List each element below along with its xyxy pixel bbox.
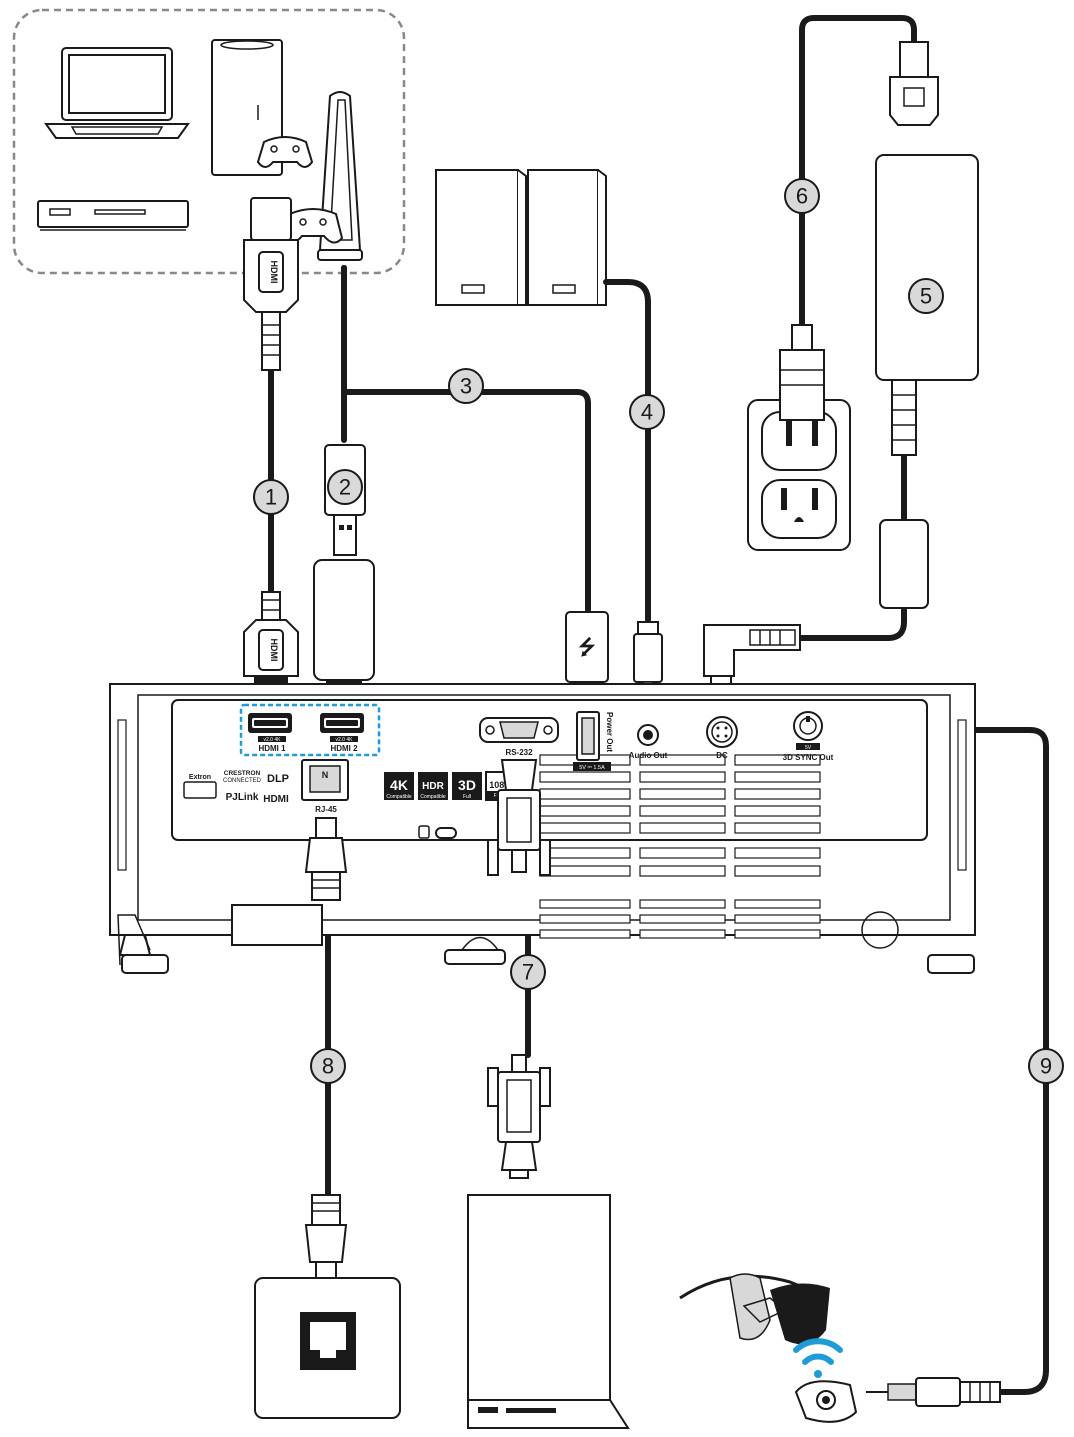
callout-4: 4	[629, 394, 665, 430]
svg-text:4: 4	[641, 400, 653, 425]
extron-logo: Extron	[189, 774, 211, 781]
3d-sub: Full	[463, 794, 471, 800]
callout-8: 8	[310, 1048, 346, 1084]
dc-cable	[797, 549, 907, 641]
pjlink-logo: PJLink	[226, 792, 259, 803]
audio-out-label: Audio Out	[629, 751, 668, 760]
game-console-vertical-icon	[317, 91, 363, 261]
hdmi-plug-logo: HDMI	[269, 261, 279, 284]
speakers-icon	[435, 169, 607, 306]
3d-badge: 3D	[458, 777, 476, 793]
svg-text:1: 1	[265, 485, 277, 510]
rj45-port[interactable]: N RJ-45	[301, 759, 349, 814]
hdmi-1-port[interactable]: v2.0 4K HDMI 1	[248, 713, 292, 753]
vent-grill	[539, 754, 821, 939]
audio-out-port[interactable]: Audio Out	[629, 724, 668, 760]
dc-label: DC	[716, 751, 728, 760]
3d-glasses-icon	[679, 1273, 830, 1345]
svg-text:5: 5	[920, 284, 932, 309]
rs232-connector-bottom	[487, 1054, 551, 1179]
side-vents	[117, 719, 967, 871]
svg-text:9: 9	[1040, 1054, 1052, 1079]
power-out-spec: 5V ⎓ 1.5A	[579, 765, 605, 771]
audio-cable-4	[603, 279, 651, 623]
hdmi-plug-top: HDMI	[243, 197, 299, 371]
source-devices-group	[12, 8, 406, 275]
callout-6: 6	[784, 178, 820, 214]
3d-emitter-icon	[794, 1380, 858, 1423]
svg-text:6: 6	[796, 184, 808, 209]
4k-badge: 4K	[390, 777, 408, 793]
hdmi-ports-group: v2.0 4K HDMI 1 v2.0 4K HDMI 2	[239, 703, 381, 757]
4k-sub: Compatible	[386, 794, 412, 800]
projector-feet	[117, 904, 975, 974]
dlp-logo: DLP	[267, 773, 289, 785]
svg-text:7: 7	[522, 960, 534, 985]
hdmi-logo: HDMI	[263, 794, 289, 805]
hdmi-1-spec: v2.0 4K	[264, 737, 282, 743]
svg-text:N: N	[322, 770, 329, 780]
callout-9: 9	[1028, 1048, 1064, 1084]
hdmi-1-label: HDMI 1	[258, 744, 286, 753]
hdmi-2-spec: v2.0 4K	[336, 737, 354, 743]
hdr-sub: Compatible	[420, 794, 446, 800]
hdmi-plug-logo-2: HDMI	[269, 639, 279, 662]
crestron-sub: CONNECTED	[223, 778, 262, 784]
svg-text:2: 2	[339, 475, 351, 500]
svg-text:8: 8	[322, 1054, 334, 1079]
callout-3: 3	[448, 368, 484, 404]
rj45-label: RJ-45	[315, 805, 337, 814]
3d-sync-label: 3D SYNC Out	[783, 753, 834, 762]
bluray-player-icon	[37, 200, 189, 231]
3d-sync-spec: 5V	[805, 745, 812, 751]
power-adapter	[875, 154, 979, 609]
callout-1: 1	[253, 479, 289, 515]
kensington-lock-icon	[418, 825, 457, 839]
svg-text:3: 3	[460, 374, 472, 399]
hdmi-2-port[interactable]: v2.0 4K HDMI 2	[320, 713, 364, 753]
callout-7: 7	[510, 954, 546, 990]
rs232-connector-top	[487, 759, 551, 876]
power-cord-6	[799, 15, 917, 333]
rs232-port[interactable]: RS-232	[479, 717, 559, 757]
callout-5: 5	[908, 278, 944, 314]
power-out-label: Power Out	[605, 712, 614, 752]
fhd-badge: 1080p	[489, 780, 515, 790]
usb-power-out-port[interactable]: Power Out 5V ⎓ 1.5A	[573, 711, 614, 771]
ps-controller-icon	[282, 208, 344, 244]
usb-power-cable-3	[341, 265, 591, 613]
hdmi-dongle	[313, 559, 375, 704]
callout-2: 2	[327, 469, 363, 505]
sync-jack-bottom	[866, 1377, 1001, 1407]
wall-outlet	[747, 399, 851, 551]
rs232-label: RS-232	[505, 748, 533, 757]
3d-sync-port[interactable]: 5V 3D SYNC Out	[783, 711, 834, 762]
crestron-logo: CRESTRON	[224, 770, 261, 777]
hdmi-2-label: HDMI 2	[330, 744, 358, 753]
wireless-icon	[793, 1338, 843, 1378]
rj45-plug-top	[304, 817, 348, 901]
laptop-bottom-icon	[467, 1194, 630, 1429]
usb-icon: ⭍	[579, 636, 596, 659]
xbox-controller-icon	[256, 136, 314, 168]
rj45-plug-bottom	[304, 1194, 348, 1281]
power-cord-connector-top	[889, 41, 939, 126]
power-plug	[779, 324, 825, 446]
dc-port[interactable]: DC	[706, 716, 738, 760]
network-jack	[254, 1277, 401, 1419]
hdr-badge: HDR	[422, 781, 444, 792]
laptop-icon	[44, 47, 190, 139]
